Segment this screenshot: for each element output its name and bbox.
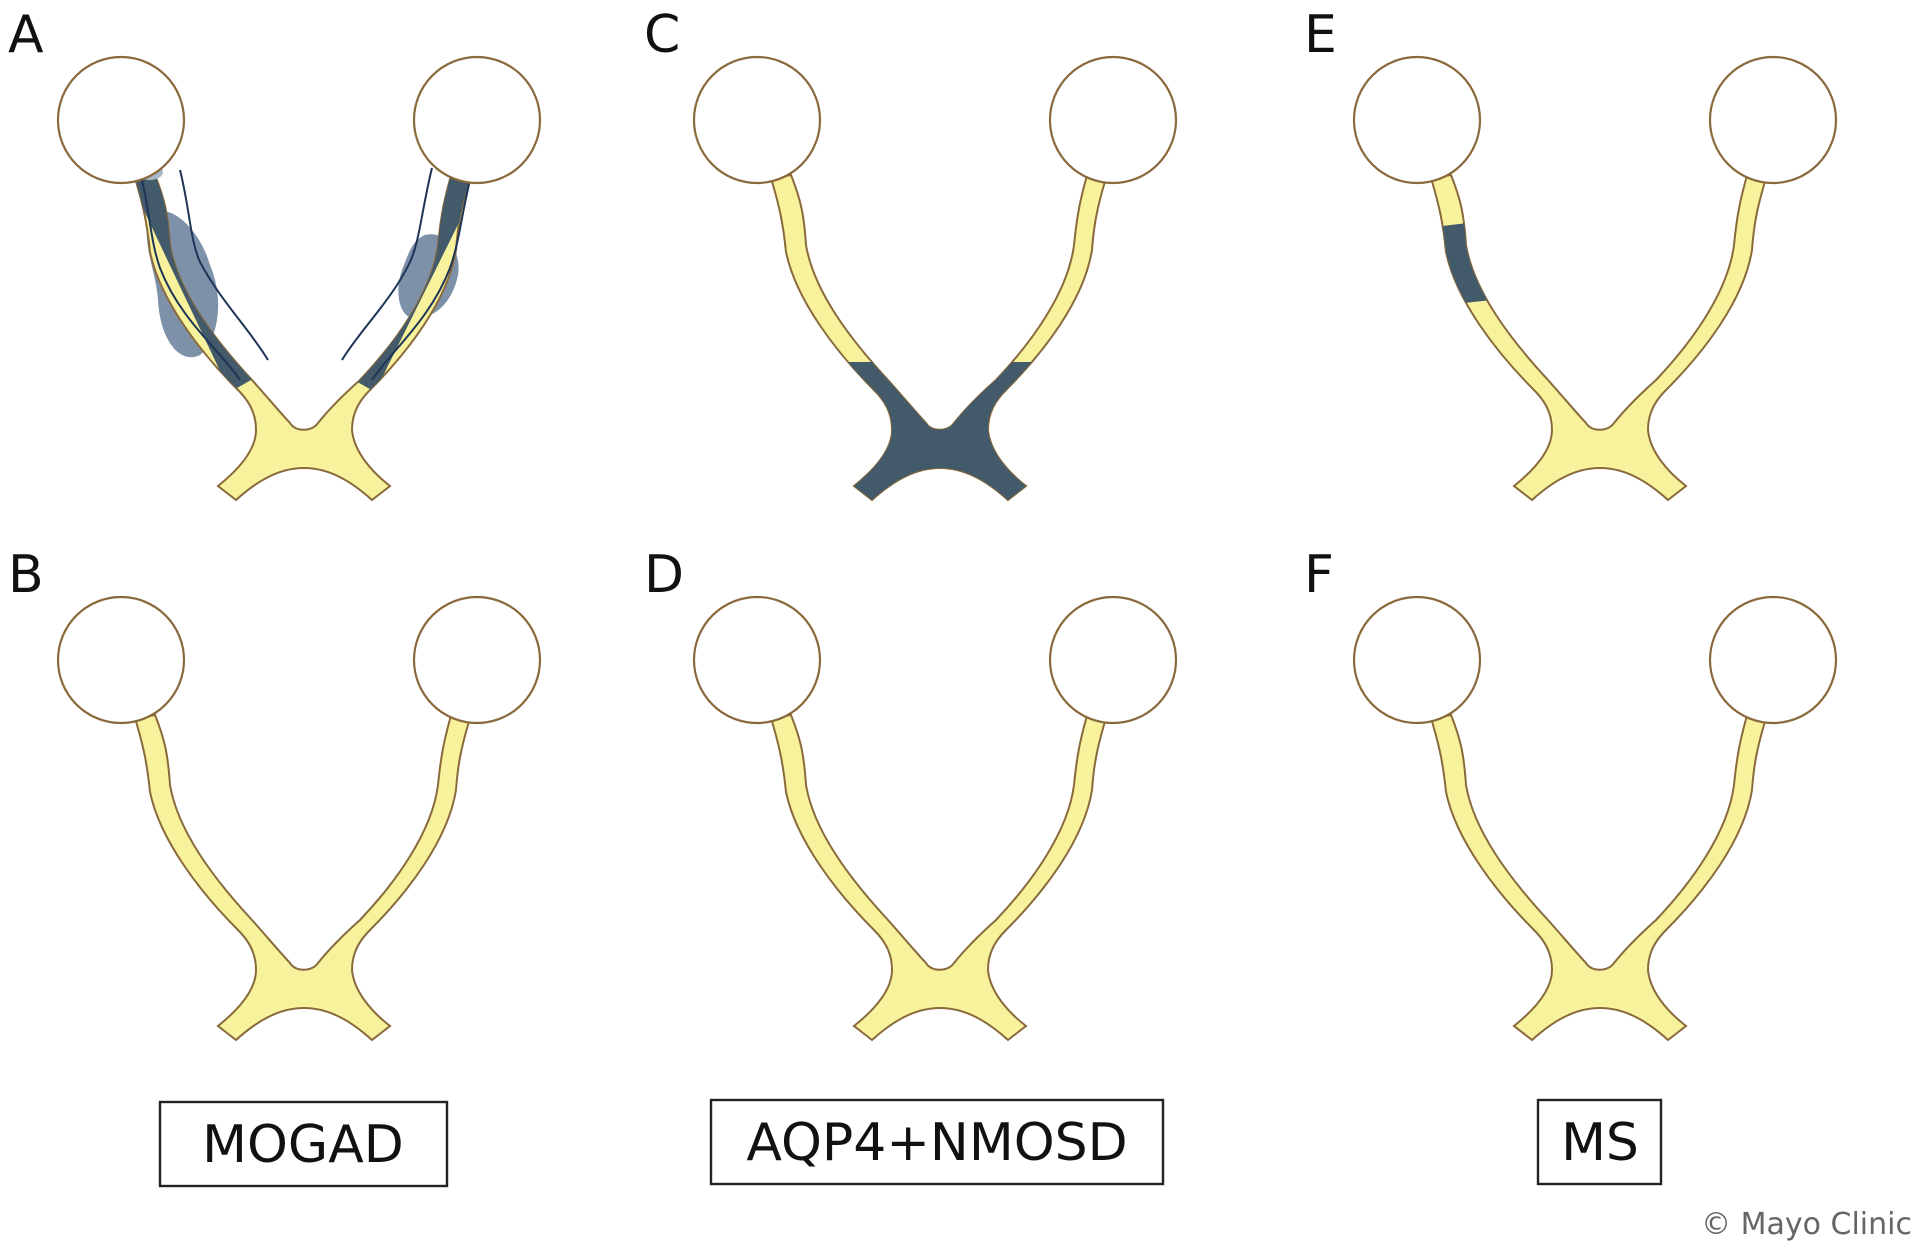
lesion-overlay (786, 362, 1096, 500)
label-ms: MS (1561, 1113, 1639, 1173)
optic-nerve-chiasm (770, 711, 1107, 1041)
left-eye-globe (692, 55, 822, 185)
optic-nerve-chiasm (134, 711, 471, 1041)
left-eye-globe (1352, 595, 1482, 725)
label-aqp4-box: AQP4+NMOSD (709, 1098, 1165, 1186)
panel-letter-d: D (644, 545, 684, 605)
optic-nerve-chiasm (1430, 171, 1767, 501)
right-eye-globe (1708, 595, 1838, 725)
left-eye-globe (56, 595, 186, 725)
lesion-overlay (1431, 222, 1492, 306)
panel-letter-f: F (1304, 545, 1334, 605)
label-mogad-box: MOGAD (158, 1100, 449, 1188)
label-ms-box: MS (1536, 1098, 1663, 1186)
left-eye-globe (692, 595, 822, 725)
panel-letter-b: B (8, 545, 44, 605)
right-eye-globe (1048, 595, 1178, 725)
copyright-credit: © Mayo Clinic (1701, 1207, 1912, 1242)
left-eye-globe (56, 55, 186, 185)
panel-e: E (1304, 5, 1838, 501)
left-eye-globe (1352, 55, 1482, 185)
right-eye-globe (1708, 55, 1838, 185)
optic-sheath-lines (139, 167, 473, 381)
right-eye-globe (1048, 55, 1178, 185)
panel-b: B (8, 545, 542, 1041)
panel-letter-c: C (644, 5, 680, 65)
optic-nerve-chiasm (1430, 711, 1767, 1041)
panel-c: C (644, 5, 1178, 501)
lesion-overlay (135, 172, 470, 392)
label-aqp4-nmosd: AQP4+NMOSD (746, 1113, 1127, 1173)
panel-a: A (8, 5, 542, 501)
label-mogad: MOGAD (202, 1115, 404, 1175)
right-eye-globe (412, 595, 542, 725)
panel-d: D (644, 545, 1178, 1041)
panel-letter-e: E (1304, 5, 1337, 65)
panel-letter-a: A (8, 5, 44, 65)
panel-f: F (1304, 545, 1838, 1041)
right-eye-globe (412, 55, 542, 185)
